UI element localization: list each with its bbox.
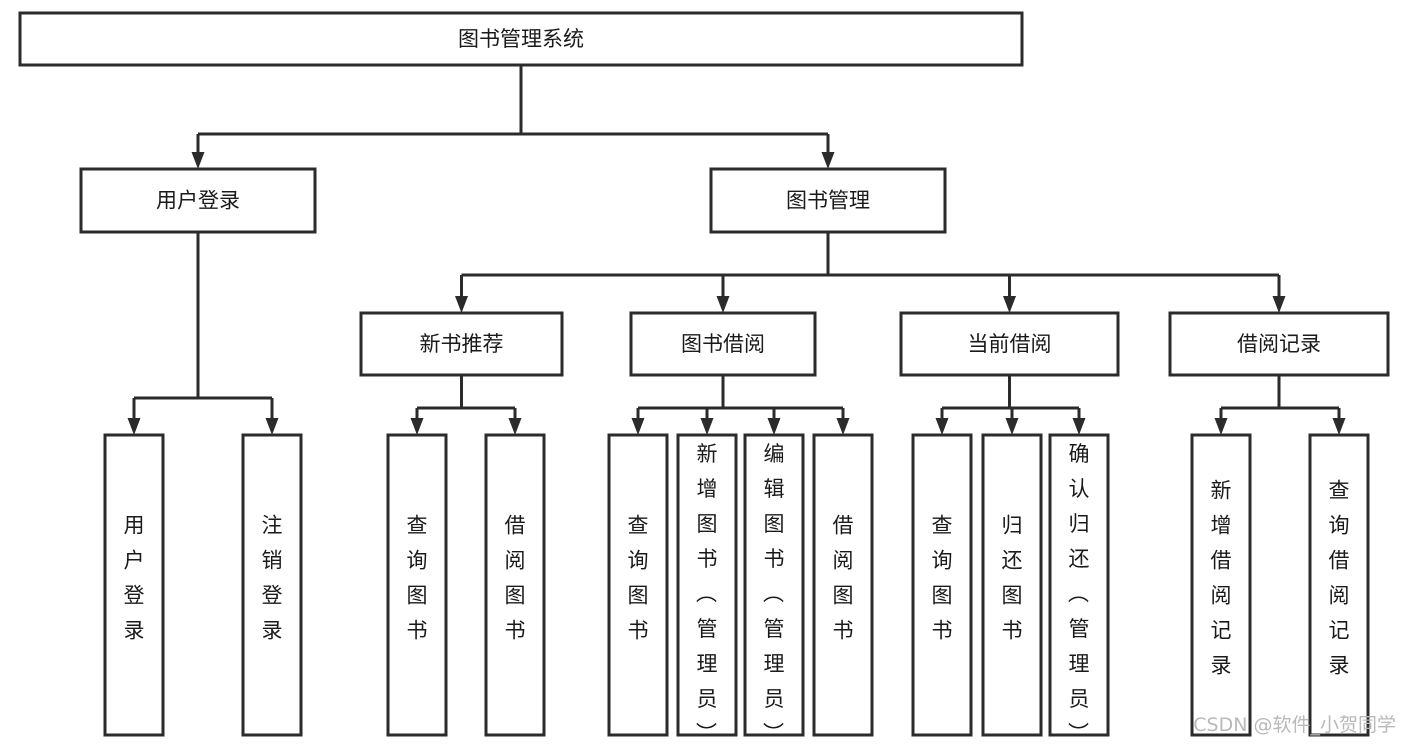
node-label-leaf-add-record: 新增借阅记录 [1211,479,1232,678]
node-box-leaf-borrow-book-new[interactable] [484,433,546,737]
node-label-leaf-return-book: 归还图书 [1002,514,1023,643]
node-box-leaf-user-login[interactable] [103,433,165,737]
connector-group-borrow-record [1214,375,1346,435]
node-label-leaf-user-login: 用户登录 [124,514,145,643]
arrow-head-icon [1072,418,1086,435]
node-label-leaf-edit-book: 编辑图书（管理员） [763,442,785,746]
arrow-head-icon [767,418,781,435]
node-label-user-login: 用户登录 [156,189,240,213]
node-box-leaf-query-book-borrow[interactable] [607,433,669,737]
node-box-leaf-add-record[interactable] [1190,433,1252,737]
node-box-book-manage[interactable] [709,167,947,234]
connector-group-root [191,65,835,169]
connector-group-book-manage [455,232,1286,313]
node-label-leaf-query-record: 查询借阅记录 [1329,479,1350,678]
connector-layer [127,65,1346,435]
arrow-head-icon [265,418,279,435]
connector-group-user-login [127,232,279,435]
watermark-label: CSDN @软件_小贺同学 [1193,714,1396,736]
node-box-book-borrow[interactable] [629,311,817,377]
arrow-head-icon [716,296,730,313]
node-box-leaf-return-book[interactable] [981,433,1043,737]
node-label-leaf-query-book-current: 查询图书 [932,514,953,643]
arrow-head-icon [700,418,714,435]
node-book-manage[interactable]: 图书管理 [709,167,947,234]
node-box-user-login[interactable] [79,167,317,234]
node-leaf-confirm-return[interactable]: 确认归还（管理员） [1048,433,1110,746]
node-label-leaf-query-book-borrow: 查询图书 [628,514,649,643]
node-box-current-borrow[interactable] [899,311,1120,377]
node-box-leaf-query-book-current[interactable] [911,433,973,737]
arrow-head-icon [508,418,522,435]
arrow-head-icon [631,418,645,435]
node-label-root: 图书管理系统 [458,27,584,51]
node-leaf-query-book-new[interactable]: 查询图书 [386,433,448,737]
arrow-head-icon [1005,418,1019,435]
node-box-leaf-borrow-book[interactable] [812,433,874,737]
node-box-leaf-add-book[interactable] [676,433,738,737]
node-new-book-recommend[interactable]: 新书推荐 [359,311,564,377]
arrow-head-icon [1272,296,1286,313]
node-box-leaf-query-record[interactable] [1308,433,1370,737]
arrow-head-icon [410,418,424,435]
node-current-borrow[interactable]: 当前借阅 [899,311,1120,377]
arrow-head-icon [935,418,949,435]
node-leaf-borrow-book-new[interactable]: 借阅图书 [484,433,546,737]
node-label-new-book-recommend: 新书推荐 [420,332,504,356]
node-label-leaf-borrow-book-new: 借阅图书 [505,514,526,643]
node-label-book-borrow: 图书借阅 [681,332,765,356]
node-label-leaf-query-book-new: 查询图书 [407,514,428,643]
connector-group-new-book-recommend [410,375,522,435]
node-box-leaf-confirm-return[interactable] [1048,433,1110,737]
arrow-head-icon [1214,418,1228,435]
arrow-head-icon [127,418,141,435]
node-label-book-manage: 图书管理 [786,189,870,213]
connector-group-book-borrow [631,375,850,435]
node-leaf-add-book[interactable]: 新增图书（管理员） [676,433,738,746]
node-box-leaf-logout[interactable] [241,433,303,737]
node-box-leaf-edit-book[interactable] [743,433,805,737]
node-label-current-borrow: 当前借阅 [968,332,1052,356]
node-leaf-logout[interactable]: 注销登录 [241,433,303,737]
arrow-head-icon [821,152,835,169]
node-label-leaf-confirm-return: 确认归还（管理员） [1068,442,1090,746]
arrow-head-icon [836,418,850,435]
node-label-leaf-logout: 注销登录 [262,514,283,643]
node-user-login[interactable]: 用户登录 [79,167,317,234]
node-leaf-borrow-book[interactable]: 借阅图书 [812,433,874,737]
node-box-new-book-recommend[interactable] [359,311,564,377]
node-box-root[interactable] [18,11,1024,67]
node-label-leaf-borrow-book: 借阅图书 [833,514,854,643]
node-layer: 图书管理系统用户登录图书管理新书推荐图书借阅当前借阅借阅记录用户登录注销登录查询… [18,11,1390,746]
arrow-head-icon [455,296,468,313]
connector-group-current-borrow [935,375,1086,435]
node-leaf-add-record[interactable]: 新增借阅记录 [1190,433,1252,737]
node-leaf-query-book-borrow[interactable]: 查询图书 [607,433,669,737]
arrow-head-icon [1003,296,1016,313]
node-label-leaf-add-book: 新增图书（管理员） [696,442,718,746]
node-leaf-query-record[interactable]: 查询借阅记录 [1308,433,1370,737]
node-box-leaf-query-book-new[interactable] [386,433,448,737]
arrow-head-icon [1332,418,1346,435]
node-root[interactable]: 图书管理系统 [18,11,1024,67]
node-leaf-user-login[interactable]: 用户登录 [103,433,165,737]
node-box-borrow-record[interactable] [1168,311,1390,377]
node-leaf-query-book-current[interactable]: 查询图书 [911,433,973,737]
node-label-borrow-record: 借阅记录 [1237,332,1321,356]
node-book-borrow[interactable]: 图书借阅 [629,311,817,377]
arrow-head-icon [191,152,205,169]
node-borrow-record[interactable]: 借阅记录 [1168,311,1390,377]
node-leaf-return-book[interactable]: 归还图书 [981,433,1043,737]
node-leaf-edit-book[interactable]: 编辑图书（管理员） [743,433,805,746]
